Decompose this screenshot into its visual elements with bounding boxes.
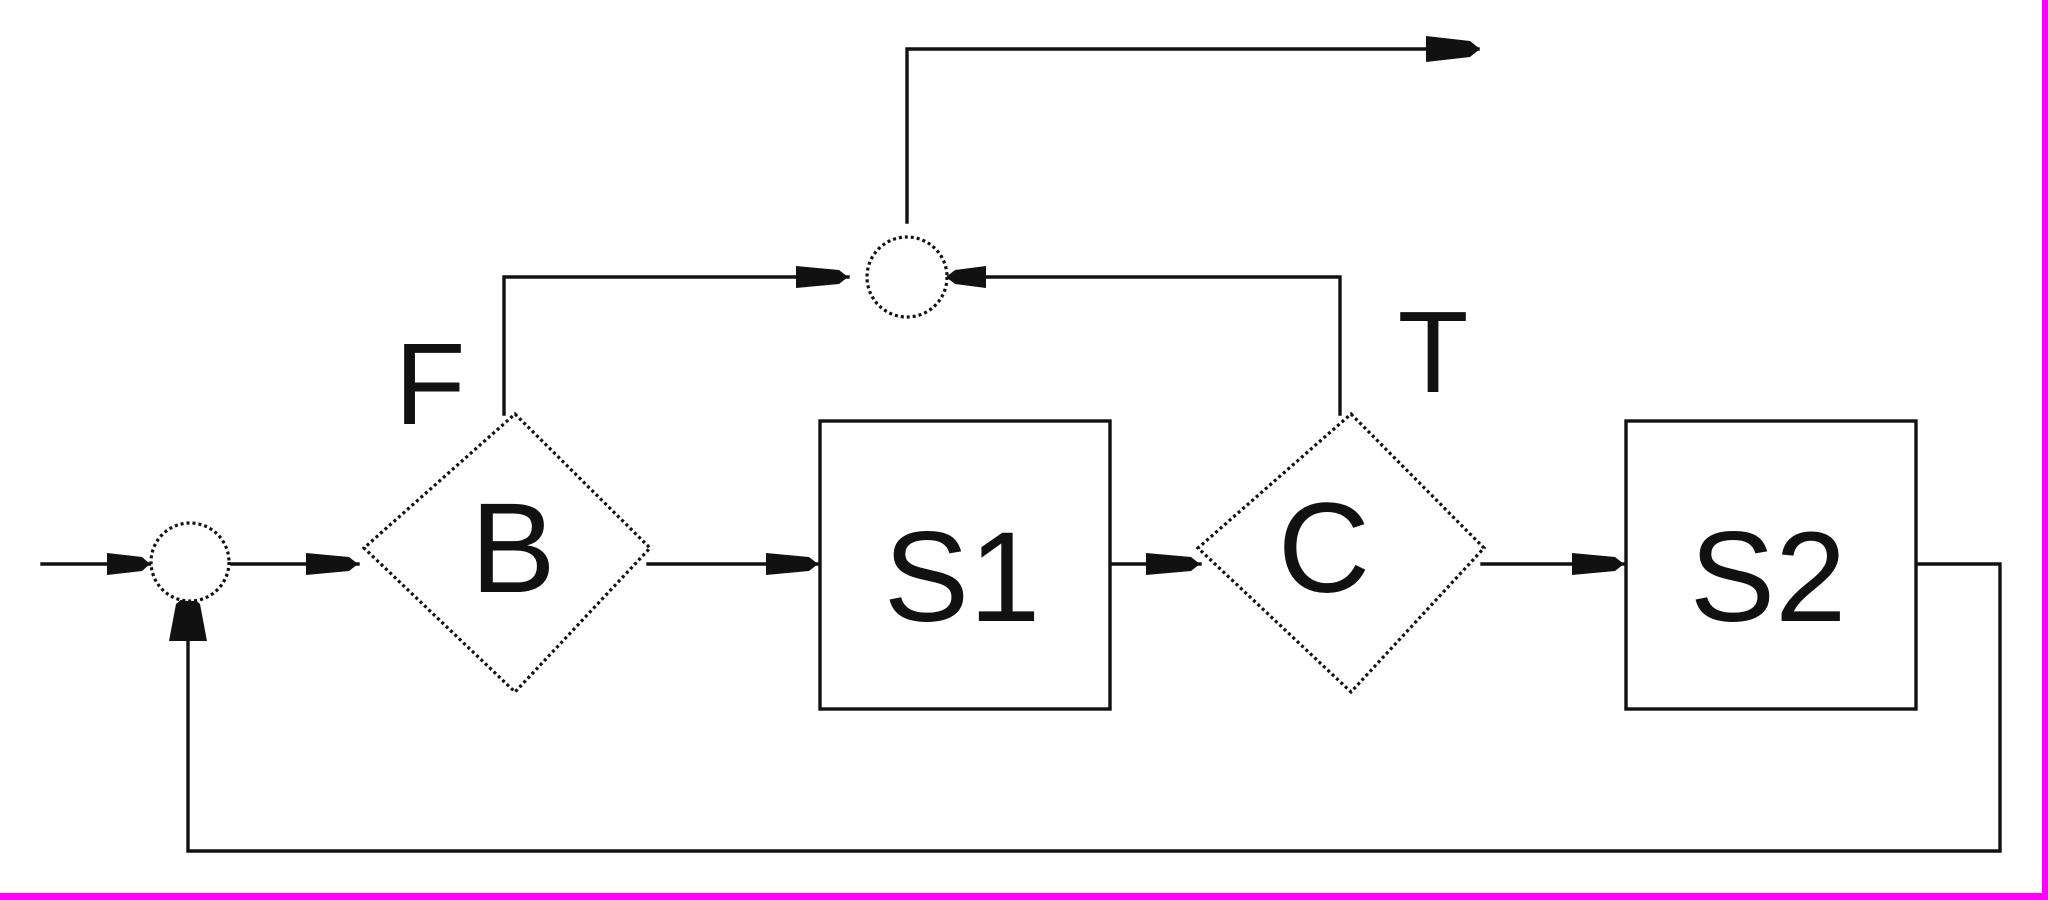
output-line — [905, 47, 1480, 224]
arrowhead-to-s1 — [766, 553, 818, 575]
input-summing-junction — [149, 521, 231, 603]
right-frame-border — [2042, 0, 2048, 900]
arrowhead-to-s2 — [1572, 553, 1624, 575]
decision-c-label: C — [1278, 477, 1370, 620]
decision-c: C — [1195, 411, 1487, 695]
arrowhead-input — [107, 553, 150, 575]
arrowhead-feedback — [169, 594, 207, 641]
block-s2-label: S2 — [1690, 506, 1847, 649]
arrowhead-false-branch — [796, 266, 848, 288]
block-s1: S1 — [818, 419, 1112, 711]
block-s1-box — [818, 419, 1112, 711]
arrowhead-output — [1426, 36, 1480, 62]
summing-junctions — [149, 235, 949, 603]
false-branch-line — [502, 275, 850, 416]
decision-b-label: B — [470, 477, 555, 620]
true-branch-label: T — [1398, 287, 1469, 417]
output-summing-junction — [865, 235, 949, 319]
false-branch-label: F — [395, 319, 466, 449]
true-branch-line — [946, 275, 1342, 416]
block-s1-label: S1 — [884, 506, 1041, 649]
decision-b: B — [361, 411, 653, 695]
connection-lines — [40, 47, 2002, 853]
decision-b-diamond — [361, 411, 653, 695]
arrowhead-to-c — [1146, 553, 1200, 575]
feedback-loop-line — [186, 562, 2002, 853]
arrowheads — [107, 36, 1624, 641]
block-s2-box — [1624, 419, 1918, 711]
arrowhead-true-branch — [946, 266, 986, 288]
block-s2: S2 — [1624, 419, 1918, 711]
decision-c-diamond — [1195, 411, 1487, 695]
bottom-frame-border — [0, 893, 2048, 900]
arrowhead-to-b — [306, 553, 358, 575]
